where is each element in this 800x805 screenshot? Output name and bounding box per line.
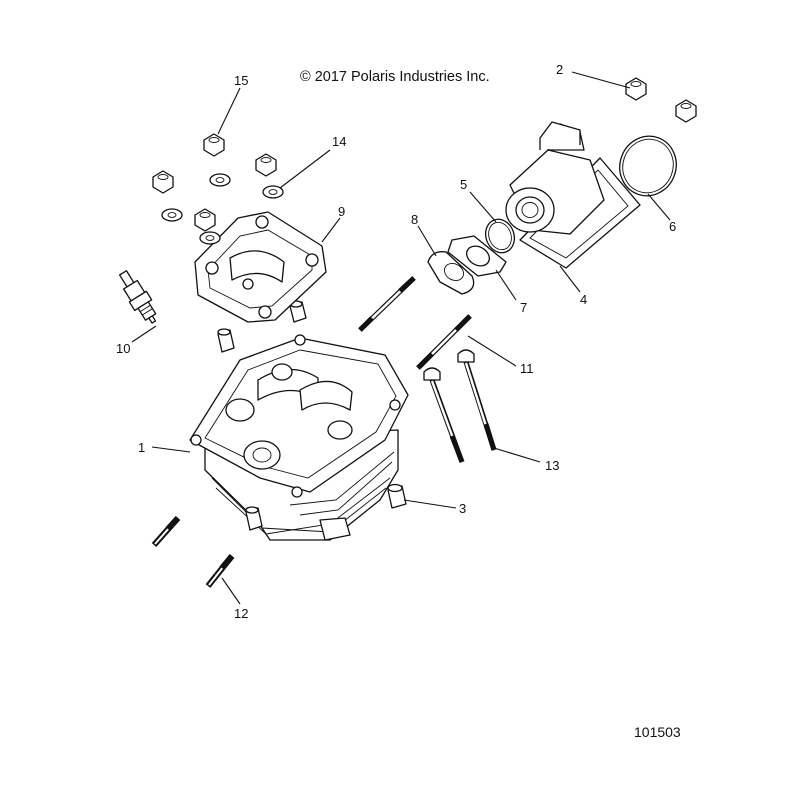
copyright-notice: © 2017 Polaris Industries Inc. xyxy=(300,69,490,85)
figure-number: 101503 xyxy=(634,724,681,740)
callout-14: 14 xyxy=(332,134,346,149)
intake-manifold xyxy=(505,121,641,269)
callout-5: 5 xyxy=(460,177,467,192)
exhaust-nuts xyxy=(625,77,697,123)
callout-15: 15 xyxy=(234,73,248,88)
rocker-arm-holder xyxy=(194,211,327,323)
callout-13: 13 xyxy=(545,458,559,473)
callout-11: 11 xyxy=(520,361,534,376)
callout-2: 2 xyxy=(556,62,563,77)
intake-gasket xyxy=(427,251,475,295)
callout-1: 1 xyxy=(138,440,145,455)
callout-3: 3 xyxy=(459,501,466,516)
callout-4: 4 xyxy=(580,292,587,307)
callout-8: 8 xyxy=(411,212,418,227)
o-ring xyxy=(619,135,677,197)
intake-insulator xyxy=(447,235,507,277)
callout-12: 12 xyxy=(234,606,248,621)
callout-9: 9 xyxy=(338,204,345,219)
stud-bolts xyxy=(151,276,497,588)
dowel-pins xyxy=(217,300,407,531)
callout-7: 7 xyxy=(520,300,527,315)
callout-10: 10 xyxy=(116,341,130,356)
callout-6: 6 xyxy=(669,219,676,234)
hex-nuts-and-washers xyxy=(152,133,284,245)
leader-lines xyxy=(131,71,671,605)
cylinder-head xyxy=(189,334,409,541)
spark-plug xyxy=(119,270,157,324)
callout-numbers: 1 2 3 4 5 6 7 8 9 10 11 12 13 14 15 xyxy=(116,62,676,621)
